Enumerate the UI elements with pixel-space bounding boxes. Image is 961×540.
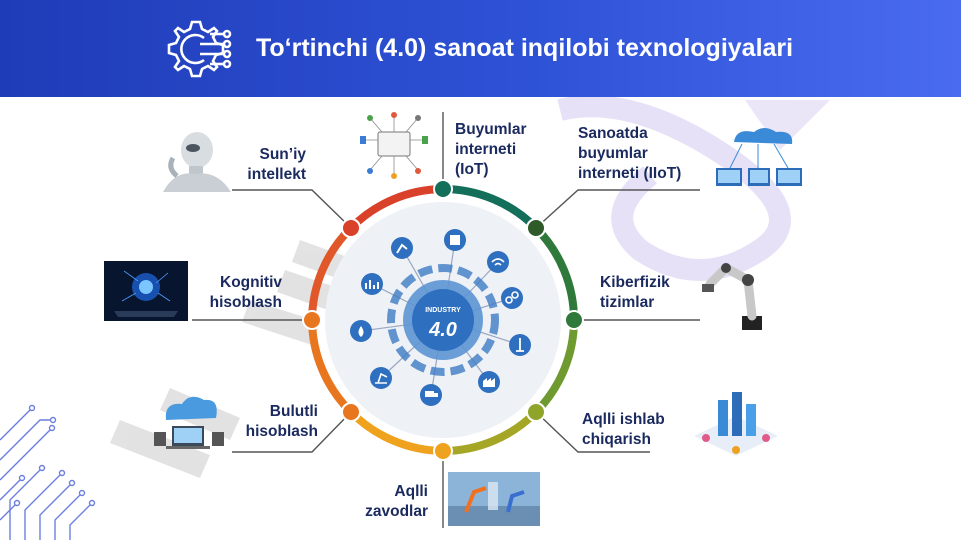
factory-icon xyxy=(478,371,500,393)
title-bar xyxy=(0,0,961,97)
connector-cloud xyxy=(232,411,352,453)
ring-arc-green xyxy=(533,225,578,321)
node-iiot xyxy=(526,218,546,238)
gear-circuit-icon xyxy=(167,20,232,78)
cognitive-computing-image xyxy=(104,261,188,321)
label-smart-manufacturing: Aqlli ishlab chiqarish xyxy=(582,411,665,448)
connector-iiot xyxy=(535,189,700,229)
connector-ai xyxy=(232,189,352,229)
label-artificial-intelligence: Sun’iy intellekt xyxy=(247,146,306,183)
label-smart-factories: Aqlli zavodlar xyxy=(365,483,428,520)
label-cyber-physical-systems: Kiberfizik tizimlar xyxy=(600,274,670,311)
gears-icon xyxy=(501,287,523,309)
truck-icon xyxy=(420,384,442,406)
humanoid-robot-image xyxy=(163,132,231,192)
label-iiot: Sanoatda buyumlar interneti (IIoT) xyxy=(578,125,682,182)
ring-arc-orange xyxy=(308,319,354,415)
label-iot: Buyumlar interneti (IoT) xyxy=(455,121,527,178)
ring-arc-orange-red xyxy=(308,225,354,321)
cloud-computing-image xyxy=(154,396,224,449)
flame-icon xyxy=(350,320,372,342)
smart-manufacturing-image xyxy=(694,392,778,456)
smart-factory-image xyxy=(448,472,540,526)
robotic-arm-image xyxy=(702,262,762,330)
label-cloud-computing: Bulutli hisoblash xyxy=(245,403,318,440)
ring-arc-teal xyxy=(442,185,539,231)
industry-4-hub: INDUSTRY 4.0 xyxy=(387,264,499,376)
iot-devices-image xyxy=(360,112,428,179)
page-title: To‘rtinchi (4.0) sanoat inqilobi texnolo… xyxy=(256,34,794,62)
node-cognitive xyxy=(302,310,322,330)
node-smart-mfg xyxy=(526,402,546,422)
ring-arc-yellow xyxy=(348,409,444,455)
node-ai xyxy=(341,218,361,238)
label-cognitive-computing: Kognitiv hisoblash xyxy=(209,274,282,311)
node-cyber xyxy=(564,310,584,330)
chip-icon xyxy=(444,229,466,251)
node-cloud xyxy=(341,402,361,422)
node-iot xyxy=(433,179,453,199)
iiot-network-image xyxy=(716,128,802,186)
tower-icon xyxy=(509,334,531,356)
oil-pump-icon xyxy=(370,367,392,389)
node-smart-factory xyxy=(433,441,453,461)
hub-label-version: 4.0 xyxy=(428,319,457,341)
robot-arm-icon xyxy=(391,237,413,259)
chart-icon xyxy=(361,273,383,295)
ring-arc-yellow-green xyxy=(442,409,539,455)
ring-arc-red xyxy=(348,185,444,231)
hub-label-industry: INDUSTRY xyxy=(425,307,461,314)
connector-smart-mfg xyxy=(535,411,650,453)
wifi-icon xyxy=(487,251,509,273)
ring-arc-olive xyxy=(533,319,578,415)
